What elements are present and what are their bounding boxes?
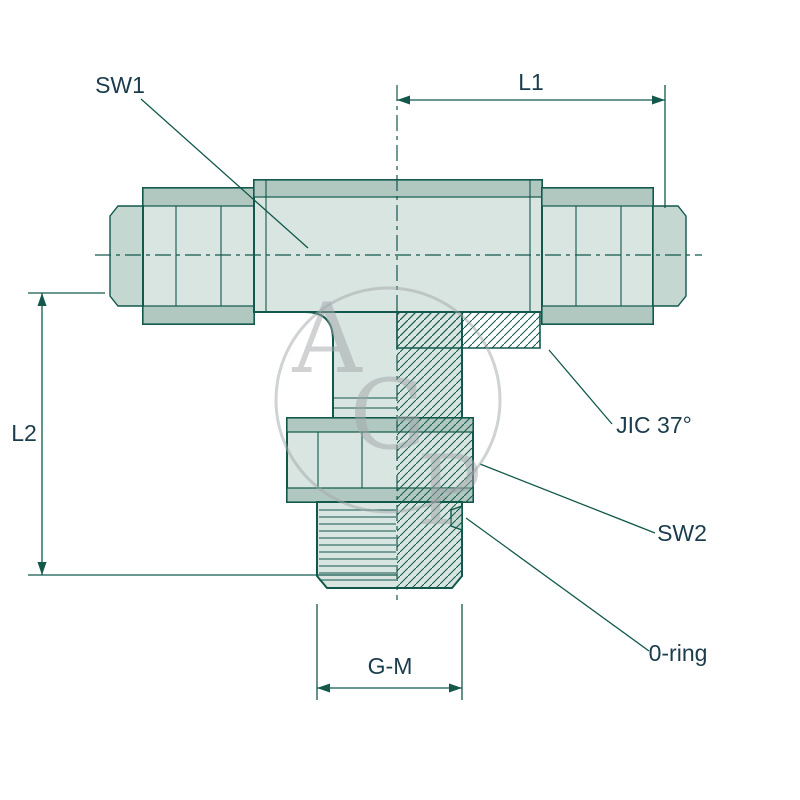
- right-hex-chamfer-bottom: [541, 305, 654, 325]
- label-jic37: JIC 37°: [616, 412, 692, 438]
- annotation-sw2: SW2: [479, 463, 707, 546]
- label-l1: L1: [518, 69, 544, 95]
- annotation-jic37: JIC 37°: [548, 349, 692, 438]
- body-chamfer-top: [253, 179, 543, 198]
- right-hex-nut: [541, 187, 654, 325]
- watermark-letter-p: P: [417, 435, 482, 547]
- label-l2: L2: [11, 420, 37, 446]
- watermark-circle: [274, 286, 502, 514]
- cross-section-hatching: [396, 311, 541, 588]
- label-gm: G-M: [368, 653, 413, 679]
- left-hex-chamfer-top: [142, 187, 255, 207]
- sw2-leader-line: [479, 463, 656, 534]
- thread-lines: [319, 509, 396, 581]
- watermark-logo: A G P: [274, 283, 502, 547]
- annotation-oring: 0-ring: [465, 517, 708, 666]
- left-flare: [109, 205, 144, 307]
- left-hex-nut: [142, 187, 255, 325]
- dimension-gm: G-M: [316, 604, 463, 700]
- right-hex-chamfer-top: [541, 187, 654, 207]
- label-oring: 0-ring: [649, 640, 708, 666]
- sw1-leader-line: [140, 98, 309, 249]
- annotation-sw1: SW1: [95, 72, 309, 249]
- label-sw2: SW2: [657, 520, 707, 546]
- watermark-letter-a: A: [291, 283, 363, 395]
- oring-leader-line: [465, 517, 650, 652]
- jic37-leader-line: [548, 349, 613, 425]
- center-body: [253, 179, 543, 313]
- right-flare: [652, 205, 687, 307]
- dimension-l2: L2: [11, 292, 397, 576]
- dimension-l1: L1: [397, 69, 666, 208]
- watermark-letter-g: G: [350, 359, 427, 471]
- left-hex-chamfer-bottom: [142, 305, 255, 325]
- label-sw1: SW1: [95, 72, 145, 98]
